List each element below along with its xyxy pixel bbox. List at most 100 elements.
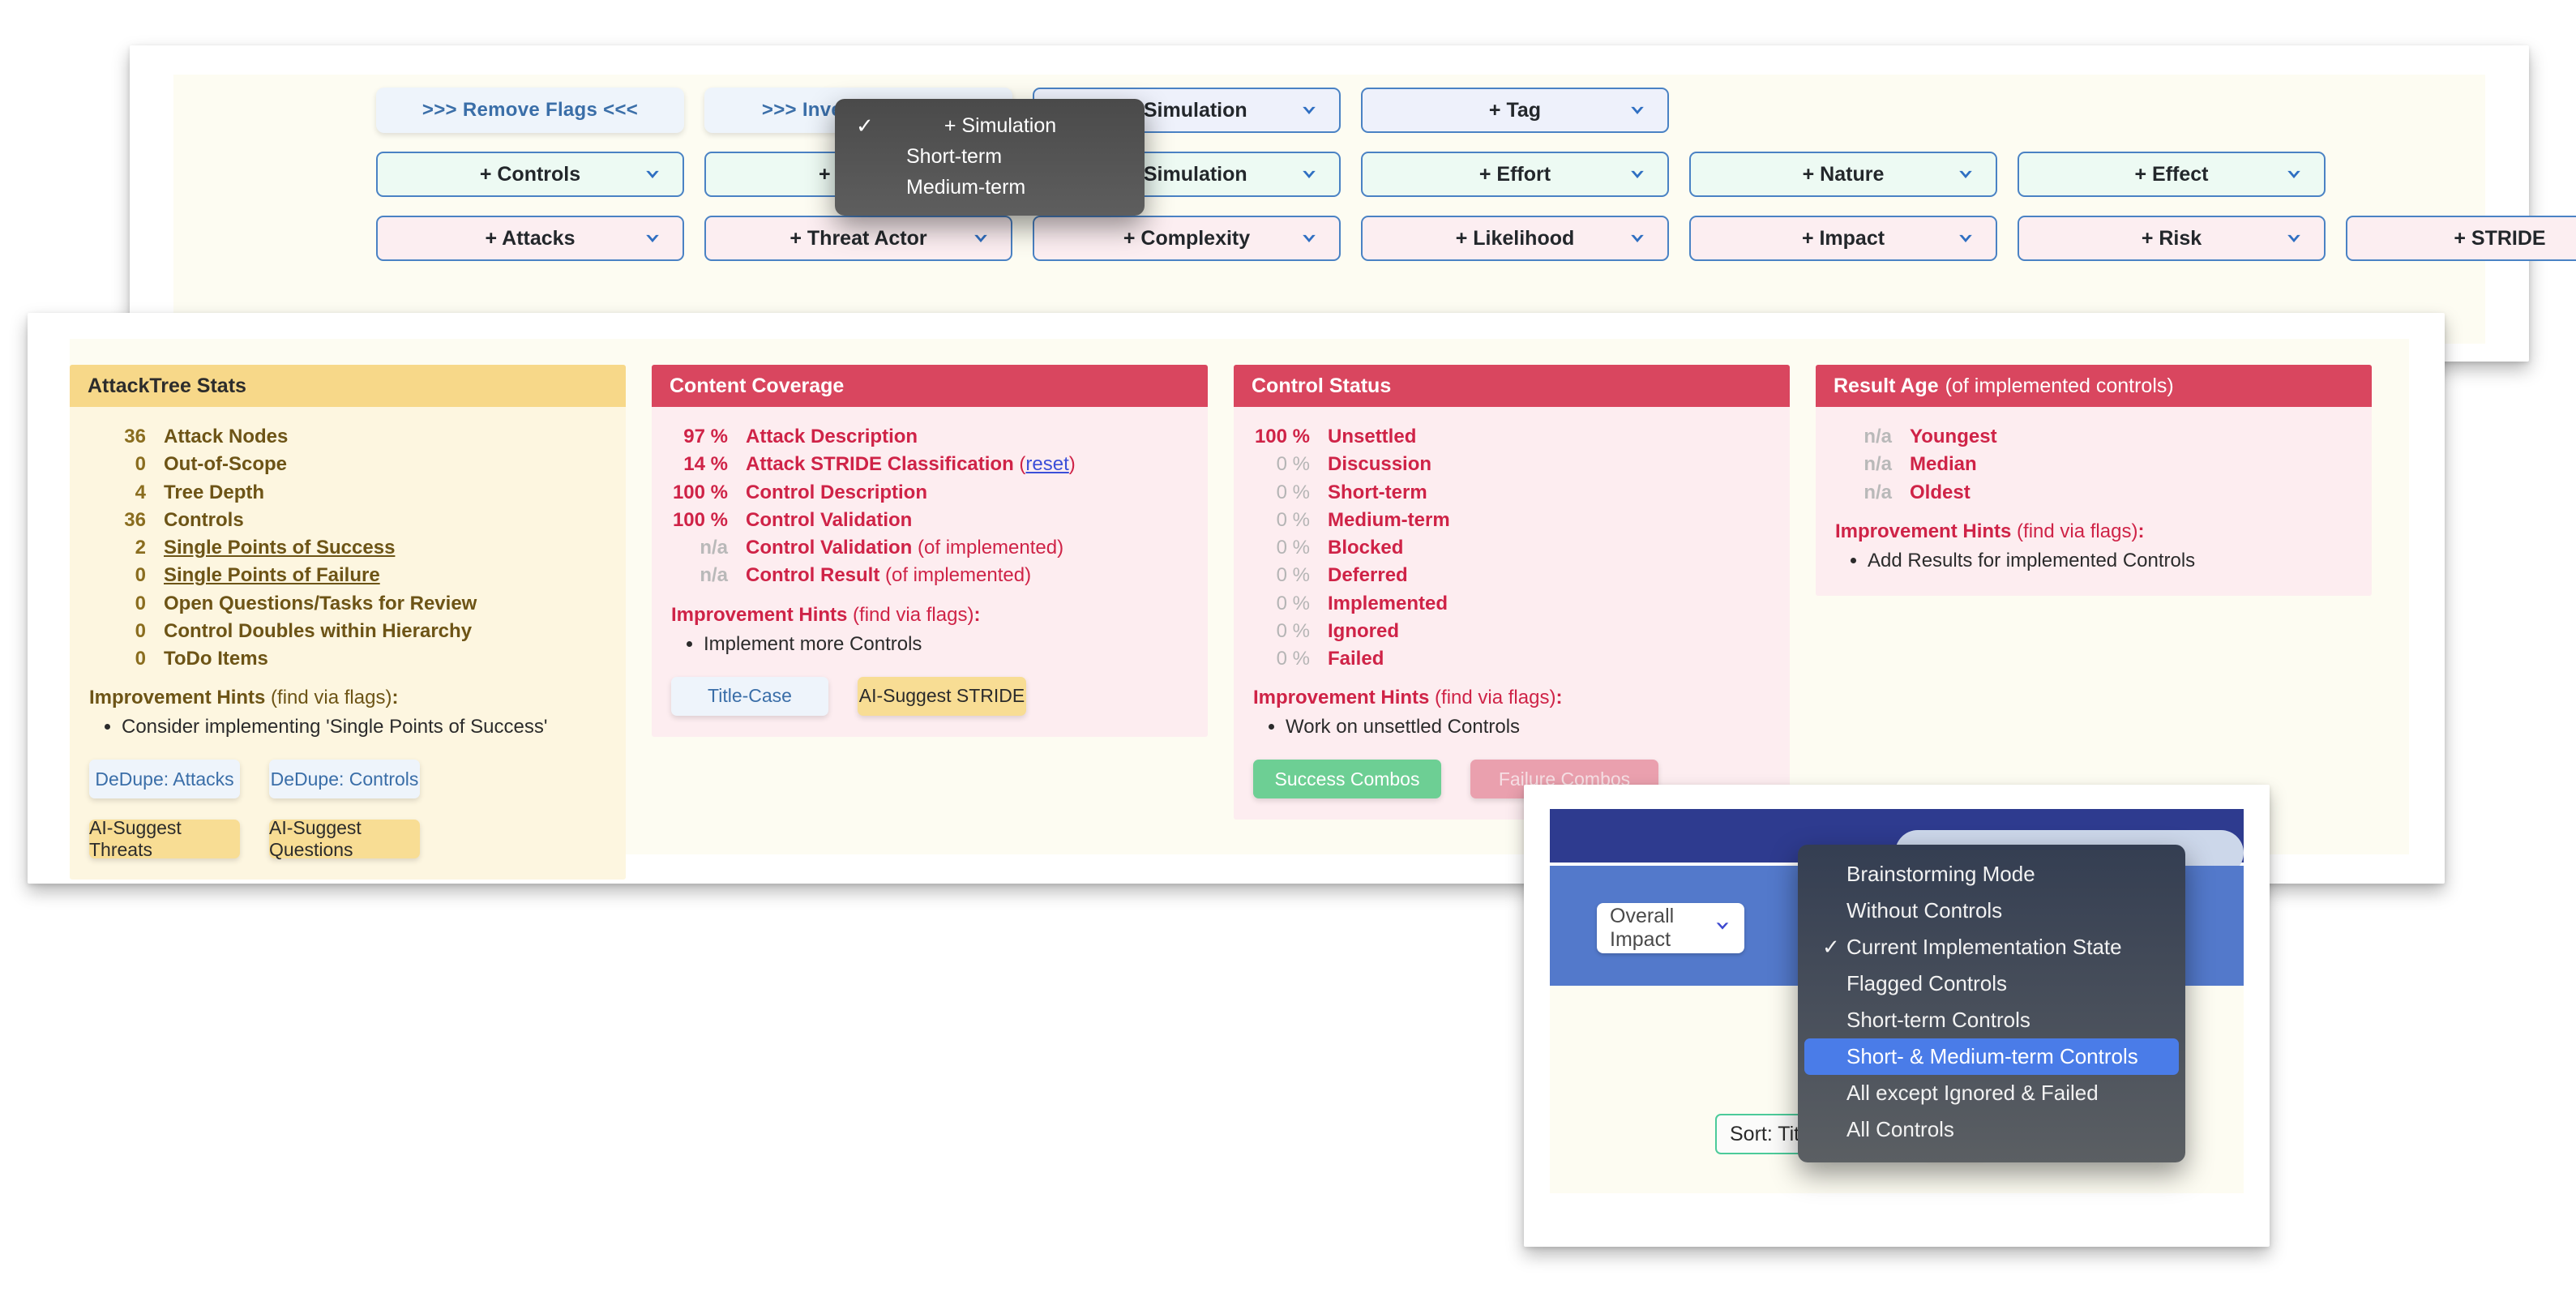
stat-value: 97 % (683, 426, 728, 447)
menu-item-brainstorming-mode[interactable]: Brainstorming Mode (1798, 856, 2185, 892)
panel-control-status: Control Status 100 %Unsettled 0 %Discussi… (1234, 365, 1790, 820)
reset-link[interactable]: reset (1025, 453, 1069, 476)
filter-button-complexity[interactable]: + Complexity (1033, 216, 1341, 261)
stat-label: Tree Depth (164, 481, 264, 504)
filter-button-likelihood[interactable]: + Likelihood (1361, 216, 1669, 261)
filter-toolbar-inner: >>> Remove Flags <<<>>> Invert Flags <<<… (173, 75, 2576, 344)
overall-impact-select[interactable]: Overall Impact (1597, 903, 1744, 953)
menu-item-simulation[interactable]: ✓ + Simulation (835, 110, 1145, 141)
stat-value: 0 % (1276, 508, 1310, 531)
stat-label: Controls (164, 508, 244, 532)
filter-button-controls[interactable]: + Controls (376, 152, 684, 197)
stat-label: Short-term (1328, 481, 1427, 504)
filter-button-label: + Nature (1802, 162, 1885, 186)
stat-value: 2 (135, 537, 146, 559)
stat-label-text: Control Validation (746, 508, 913, 531)
menu-item-medium-term[interactable]: Medium-term (835, 172, 1145, 203)
filter-button-effort[interactable]: + Effort (1361, 152, 1669, 197)
filter-button-label: >>> Remove Flags <<< (421, 99, 639, 121)
filter-button-nature[interactable]: + Nature (1689, 152, 1997, 197)
menu-item-short-medium-term-controls[interactable]: Short- & Medium-term Controls (1804, 1038, 2179, 1075)
action-button-ai-suggest-threats[interactable]: AI-Suggest Threats (89, 817, 240, 860)
result-age-hints-paren: (find via flags) (2017, 520, 2138, 542)
filter-button-remove-flags[interactable]: >>> Remove Flags <<< (376, 88, 684, 133)
stat-value: 0 (135, 592, 146, 614)
stat-label[interactable]: Single Points of Failure (164, 563, 380, 587)
paren-close: ) (1068, 453, 1076, 476)
paren-open: ( (1013, 453, 1026, 476)
chevron-down-icon (1300, 101, 1318, 119)
action-button-label: AI-Suggest Questions (269, 817, 362, 861)
filter-button-impact[interactable]: + Impact (1689, 216, 1997, 261)
stat-value: 100 % (1254, 426, 1310, 447)
stat-value: 100 % (672, 508, 728, 531)
menu-item-label: Brainstorming Mode (1846, 862, 2035, 886)
menu-item-short-term[interactable]: Short-term (835, 141, 1145, 172)
stat-value: n/a (1864, 426, 1892, 447)
action-button-label: Success Combos (1274, 768, 1420, 790)
menu-item-current-implementation-state[interactable]: ✓Current Implementation State (1798, 929, 2185, 965)
filter-button-tag[interactable]: + Tag (1361, 88, 1669, 133)
stat-value: 0 (135, 619, 146, 642)
filter-button-label: + Tag (1488, 98, 1542, 122)
stat-label-text: Controls (164, 508, 244, 531)
action-button-ai-suggest-stride[interactable]: AI-Suggest STRIDE (858, 676, 1026, 716)
action-button-ai-suggest-questions[interactable]: AI-Suggest Questions (269, 817, 420, 861)
stat-label-text: Attack STRIDE Classification (746, 453, 1014, 476)
chevron-down-icon (2285, 165, 2303, 183)
stat-label-suffix: (of implemented) (879, 564, 1032, 587)
stat-label: Deferred (1328, 563, 1408, 587)
coverage-hints-title: Improvement Hints (find via flags): (671, 603, 981, 626)
stat-label[interactable]: Single Points of Success (164, 536, 395, 559)
stat-label: Attack Description (746, 425, 918, 448)
chevron-down-icon (644, 165, 661, 183)
action-button-title-case[interactable]: Title-Case (671, 676, 828, 716)
menu-item-without-controls[interactable]: Without Controls (1798, 892, 2185, 929)
stat-row: 14 %Attack STRIDE Classification (reset) (671, 452, 1188, 476)
stat-row: 0 %Discussion (1253, 452, 1770, 476)
filter-button-effect[interactable]: + Effect (2018, 152, 2326, 197)
stat-label: Control Result (of implemented) (746, 563, 1031, 587)
action-button-dedupe-controls[interactable]: DeDupe: Controls (269, 760, 420, 799)
stat-row: 100 %Unsettled (1253, 425, 1770, 448)
menu-item-label: + Simulation (944, 113, 1057, 137)
chevron-down-icon (1714, 917, 1731, 940)
filter-button-stride[interactable]: + STRIDE (2346, 216, 2576, 261)
panel-result-age-subtitle: (of implemented controls) (1945, 374, 2174, 397)
filter-button-attacks[interactable]: + Attacks (376, 216, 684, 261)
menu-item-flagged-controls[interactable]: Flagged Controls (1798, 965, 2185, 1002)
stat-label: Control Doubles within Hierarchy (164, 619, 472, 643)
status-hints-paren: (find via flags) (1435, 687, 1556, 709)
check-icon: ✓ (1822, 935, 1840, 959)
stat-value: 0 % (1276, 592, 1310, 614)
action-button-success-combos[interactable]: Success Combos (1253, 760, 1441, 799)
filter-button-label: + Effect (2134, 162, 2209, 186)
coverage-stat-list: 97 % Attack Description 14 %Attack STRIDE … (671, 425, 1188, 588)
menu-item-short-term-controls[interactable]: Short-term Controls (1798, 1002, 2185, 1038)
result-age-hints-label: Improvement Hints (1835, 520, 2012, 542)
stat-label[interactable]: Attack STRIDE Classification (reset) (746, 452, 1076, 476)
stat-label: Open Questions/Tasks for Review (164, 592, 477, 615)
menu-item-label: Short-term Controls (1846, 1008, 2030, 1032)
panel-status-title: Control Status (1252, 374, 1392, 397)
menu-item-all-except-ignored-failed[interactable]: All except Ignored & Failed (1798, 1075, 2185, 1111)
stat-label-text: Oldest (1910, 481, 1971, 503)
menu-item-label: Medium-term (906, 175, 1026, 199)
menu-item-all-controls[interactable]: All Controls (1798, 1111, 2185, 1148)
stat-value: n/a (700, 564, 728, 587)
stat-label-text: Tree Depth (164, 481, 265, 503)
stat-label-text: Ignored (1328, 619, 1399, 642)
filter-button-label: + Complexity (1123, 226, 1251, 250)
action-button-dedupe-attacks[interactable]: DeDupe: Attacks (89, 760, 240, 799)
stat-label: Attack Nodes (164, 425, 288, 448)
filter-button-threat-actor[interactable]: + Threat Actor (704, 216, 1012, 261)
filter-button-risk[interactable]: + Risk (2018, 216, 2326, 261)
check-icon: ✓ (856, 113, 874, 138)
